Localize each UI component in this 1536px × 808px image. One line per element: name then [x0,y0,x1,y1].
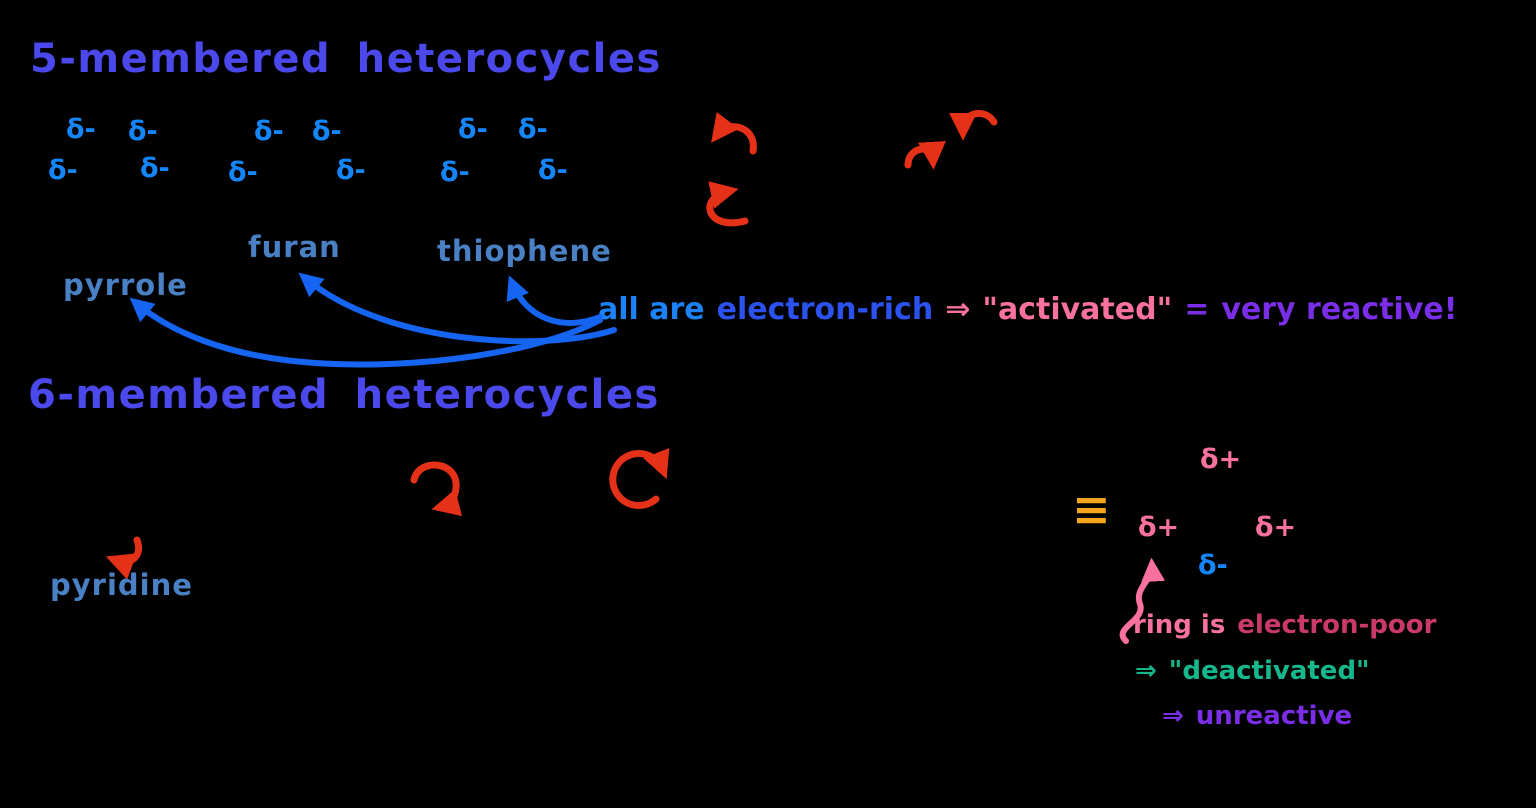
delta-minus-label: δ- [128,116,158,147]
very-reactive-text: very reactive! [1221,292,1458,327]
all-are-text: all are [598,292,705,327]
delta-minus-label: δ- [48,155,78,186]
unreactive-annotation: ⇒ unreactive [1162,701,1352,731]
delta-minus-label: δ- [254,116,284,147]
heading-five-membered: 5-membered heterocycles [30,36,662,82]
unreactive-text: unreactive [1195,701,1353,731]
delta-minus-label: δ- [140,153,170,184]
curved-arrow-red [706,181,749,227]
equals-sign: = [1184,292,1210,327]
curved-arrow-red [711,112,757,155]
curved-arrow-red [949,109,998,141]
thiophene-label: thiophene [437,234,612,268]
ring-is-text: ring is [1133,610,1226,640]
arrow-to-furan [298,272,617,345]
squiggle-arrow-pink [1119,557,1166,644]
delta-plus-label: δ+ [1200,444,1242,475]
equivalent-symbol: ≡ [1072,482,1111,536]
delta-minus-label: δ- [312,116,342,147]
deactivated-annotation: ⇒ "deactivated" [1135,656,1370,686]
furan-label: furan [248,230,341,264]
electron-rich-text: electron-rich [716,292,934,327]
implies-arrow: ⇒ [1135,656,1157,686]
circular-arrow-red [609,447,670,509]
deactivated-text: "deactivated" [1168,656,1370,686]
delta-minus-label: δ- [1198,550,1228,581]
curved-arrow-red-pyridine [105,536,142,580]
arrow-to-thiophene [506,275,603,326]
heading-six-membered: 6-membered heterocycles [28,372,660,418]
activated-text: "activated" [982,292,1173,327]
delta-minus-label: δ- [440,157,470,188]
delta-minus-label: δ- [538,155,568,186]
delta-plus-label: δ+ [1255,512,1297,543]
pyrrole-label: pyrrole [63,268,188,302]
delta-minus-label: δ- [228,157,258,188]
implies-arrow: ⇒ [945,292,971,327]
electron-poor-text: electron-poor [1237,610,1437,640]
delta-minus-label: δ- [66,114,96,145]
implies-arrow: ⇒ [1162,701,1184,731]
delta-minus-label: δ- [336,155,366,186]
curved-arrow-red [410,461,463,517]
delta-minus-label: δ- [458,114,488,145]
curved-arrow-red [904,140,946,170]
delta-plus-label: δ+ [1138,512,1180,543]
delta-minus-label: δ- [518,114,548,145]
electron-rich-annotation: all are electron-rich ⇒ "activated" = ve… [598,292,1457,327]
electron-poor-annotation: ring is electron-poor [1133,610,1436,640]
